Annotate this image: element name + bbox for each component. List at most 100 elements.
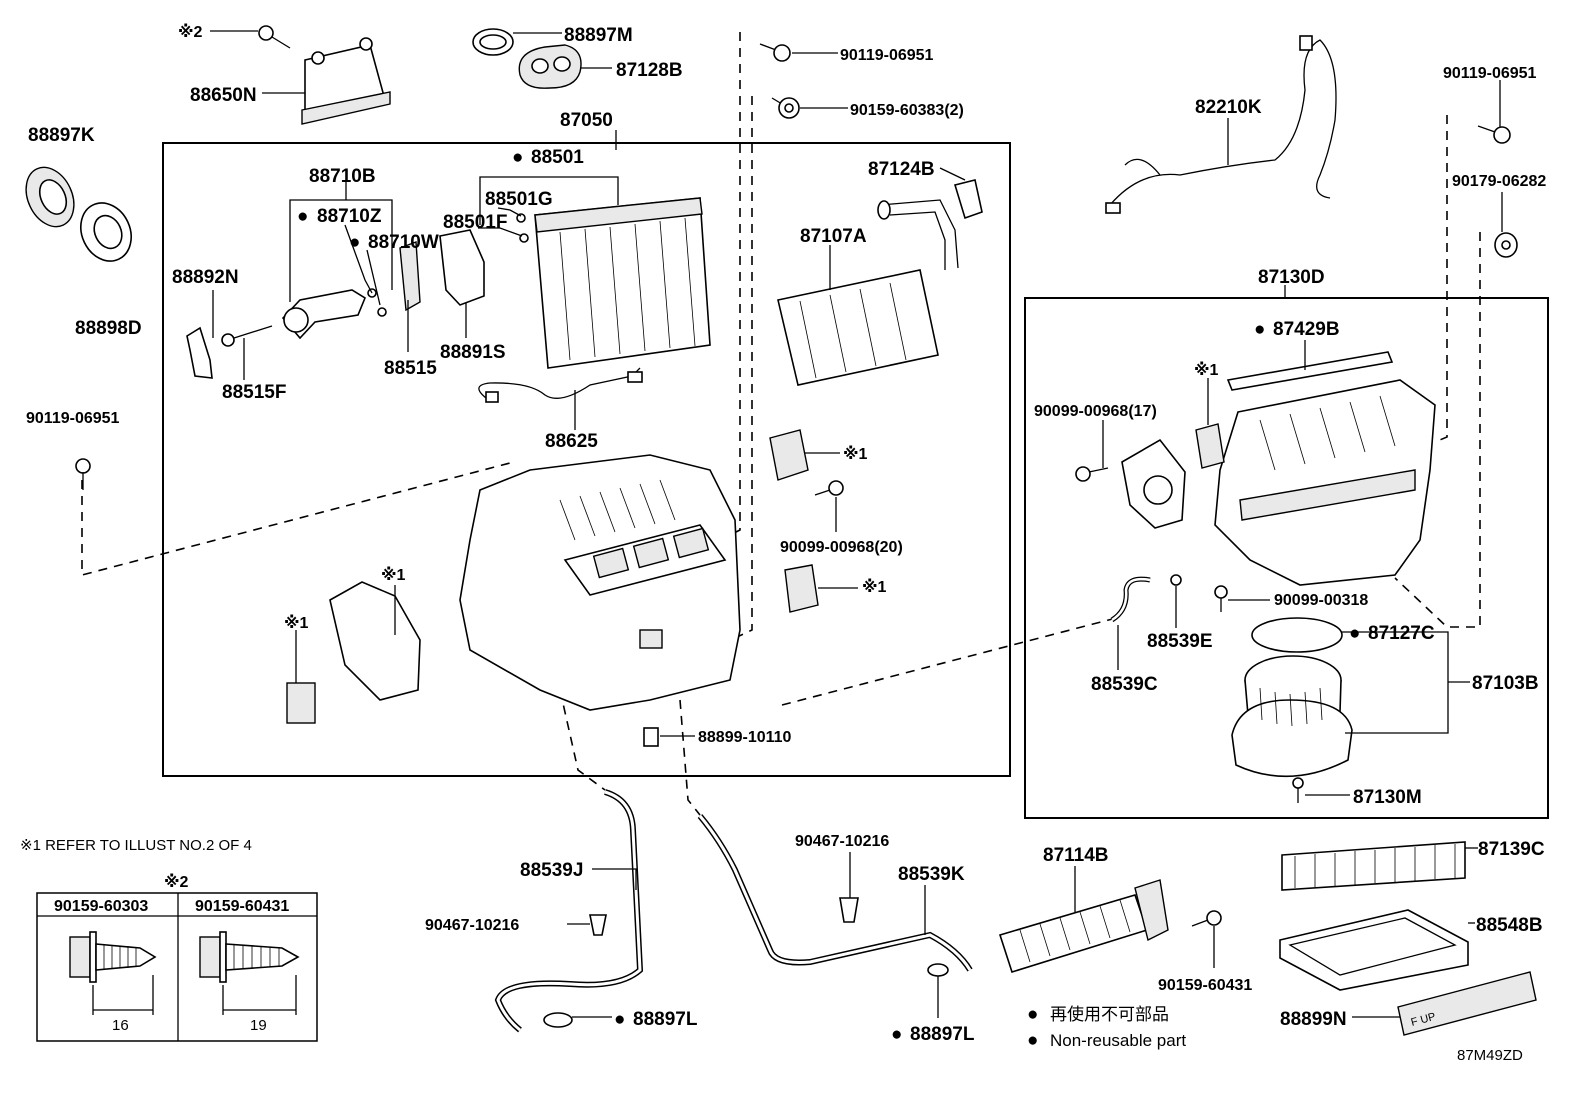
label-88539C[interactable]: 88539C [1091, 674, 1158, 695]
label-88539J[interactable]: 88539J [520, 860, 583, 881]
label-88899N[interactable]: 88899N [1280, 1009, 1347, 1030]
bolt-90119-06951-left-icon [75, 458, 91, 490]
sensor-88515-icon [399, 241, 421, 312]
label-88710W[interactable]: 88710W [368, 232, 439, 253]
label-90179-06282[interactable]: 90179-06282 [1452, 173, 1546, 190]
harness-82210K-icon [1105, 35, 1337, 214]
harness-88625-icon [478, 367, 643, 403]
label-87130M[interactable]: 87130M [1353, 787, 1422, 808]
label-87130D[interactable]: 87130D [1258, 267, 1325, 288]
label-90119-06951-left[interactable]: 90119-06951 [26, 410, 120, 427]
label-87124B[interactable]: 87124B [868, 159, 935, 180]
ref2-mark-top: ※2 [178, 23, 203, 41]
label-88892N[interactable]: 88892N [172, 267, 239, 288]
servo-left-icon [329, 581, 421, 701]
screw-90159-60431-icon [1191, 910, 1222, 927]
label-88891S[interactable]: 88891S [440, 342, 506, 363]
screw-90099-00968-20-icon [814, 480, 844, 496]
label-87114B[interactable]: 87114B [1043, 845, 1109, 866]
label-82210K[interactable]: 82210K [1195, 97, 1262, 118]
clip-87124B-icon [953, 179, 983, 220]
nonreusable-dot-87429B: ● [1254, 319, 1265, 340]
label-90099-00968-17[interactable]: 90099-00968(17) [1034, 403, 1157, 420]
label-87139C[interactable]: 87139C [1478, 839, 1545, 860]
label-87127C[interactable]: 87127C [1368, 623, 1435, 644]
label-88515[interactable]: 88515 [384, 358, 437, 379]
label-88897M[interactable]: 88897M [564, 25, 633, 46]
screw-90099-00968-17-icon [1075, 466, 1109, 482]
bolt-88515F-icon [221, 325, 273, 347]
screw-table-mark: ※2 [164, 873, 189, 891]
clip-90467-10216-left-icon [589, 914, 607, 936]
blower-unit-box [1024, 297, 1549, 819]
ref1-mark-servo: ※1 [381, 566, 406, 584]
label-88501F[interactable]: 88501F [443, 212, 507, 233]
screw-table-length-1: 16 [112, 1017, 129, 1034]
screw-ref2-icon [258, 25, 291, 49]
label-87429B[interactable]: 87429B [1273, 319, 1340, 340]
label-88515F[interactable]: 88515F [222, 382, 286, 403]
bolt-90119-06951-right-icon [1477, 125, 1511, 144]
nonreusable-dot-88501: ● [512, 147, 523, 168]
label-88898D[interactable]: 88898D [75, 318, 142, 339]
ref1-mark-mid-bottom: ※1 [862, 578, 887, 596]
seal-88897K-icon [25, 166, 75, 228]
seal-87127C-icon [1251, 617, 1343, 653]
screw-table: ※2 90159-60303 90159-60431 16 [36, 873, 318, 1042]
ref1-mark-actuator: ※1 [284, 614, 309, 632]
label-88501[interactable]: 88501 [531, 147, 584, 168]
label-88539E[interactable]: 88539E [1147, 631, 1213, 652]
label-87103B[interactable]: 87103B [1472, 673, 1539, 694]
label-90119-06951-top[interactable]: 90119-06951 [840, 47, 934, 64]
seal-88897M-icon [472, 28, 514, 56]
label-90467-10216-left[interactable]: 90467-10216 [425, 917, 519, 934]
screw-87130M-icon [1292, 777, 1304, 803]
filter-87139C-icon [1281, 841, 1466, 891]
actuator-right-icon [1195, 423, 1225, 469]
label-87050[interactable]: 87050 [560, 110, 613, 131]
legend-text-en: Non-reusable part [1050, 1031, 1186, 1050]
label-88548B[interactable]: 88548B [1476, 915, 1543, 936]
label-90099-00318[interactable]: 90099-00318 [1274, 592, 1368, 609]
clip-90467-10216-mid-icon [839, 897, 859, 923]
screw-60303-icon [69, 931, 157, 983]
label-88501G[interactable]: 88501G [485, 189, 553, 210]
leader-lines [210, 30, 1503, 1018]
ref1-mark-blower: ※1 [1194, 361, 1219, 379]
label-88899-10110[interactable]: 88899-10110 [698, 729, 792, 746]
label-87128B[interactable]: 87128B [616, 60, 683, 81]
label-88897K[interactable]: 88897K [28, 125, 95, 146]
grommet-88539E-icon [1170, 574, 1182, 586]
cover-88899N-icon [1397, 971, 1537, 1036]
blower-motor-87103B-icon [1231, 655, 1353, 778]
label-90467-10216-mid[interactable]: 90467-10216 [795, 833, 889, 850]
screw-90099-00318-icon [1214, 585, 1228, 612]
label-88539K[interactable]: 88539K [898, 864, 965, 885]
ref1-mark-mid-top: ※1 [843, 445, 868, 463]
legend-dot-jp: ● [1027, 1004, 1038, 1025]
actuator-mid-bottom-icon [784, 564, 819, 613]
label-88625[interactable]: 88625 [545, 431, 598, 452]
seal-strip-87429B-icon [1226, 351, 1394, 391]
hose-88539K-icon [697, 814, 973, 972]
evaporator-88501-icon [516, 197, 711, 369]
label-88650N[interactable]: 88650N [190, 85, 257, 106]
label-88897L-left[interactable]: 88897L [633, 1009, 698, 1030]
filter-case-88548B-icon [1279, 909, 1469, 991]
actuator-mid-top-icon [769, 429, 809, 481]
actuator-left-icon [286, 682, 316, 724]
legend: ● 再使用不可部品 ● Non-reusable part [1027, 1004, 1186, 1051]
label-90099-00968-20[interactable]: 90099-00968(20) [780, 539, 903, 556]
nonreusable-dot-87127C: ● [1349, 623, 1360, 644]
hose-88539J-icon [494, 789, 644, 1033]
bracket-88650N-icon [301, 37, 391, 125]
label-90159-60383[interactable]: 90159-60383(2) [850, 102, 964, 119]
label-90119-06951-right[interactable]: 90119-06951 [1443, 65, 1537, 82]
label-88710Z[interactable]: 88710Z [317, 206, 382, 227]
label-88897L-right[interactable]: 88897L [910, 1024, 975, 1045]
label-90159-60431[interactable]: 90159-60431 [1158, 977, 1252, 994]
label-87107A[interactable]: 87107A [800, 226, 867, 247]
screw-table-part-2: 90159-60431 [195, 898, 289, 915]
label-88710B[interactable]: 88710B [309, 166, 376, 187]
